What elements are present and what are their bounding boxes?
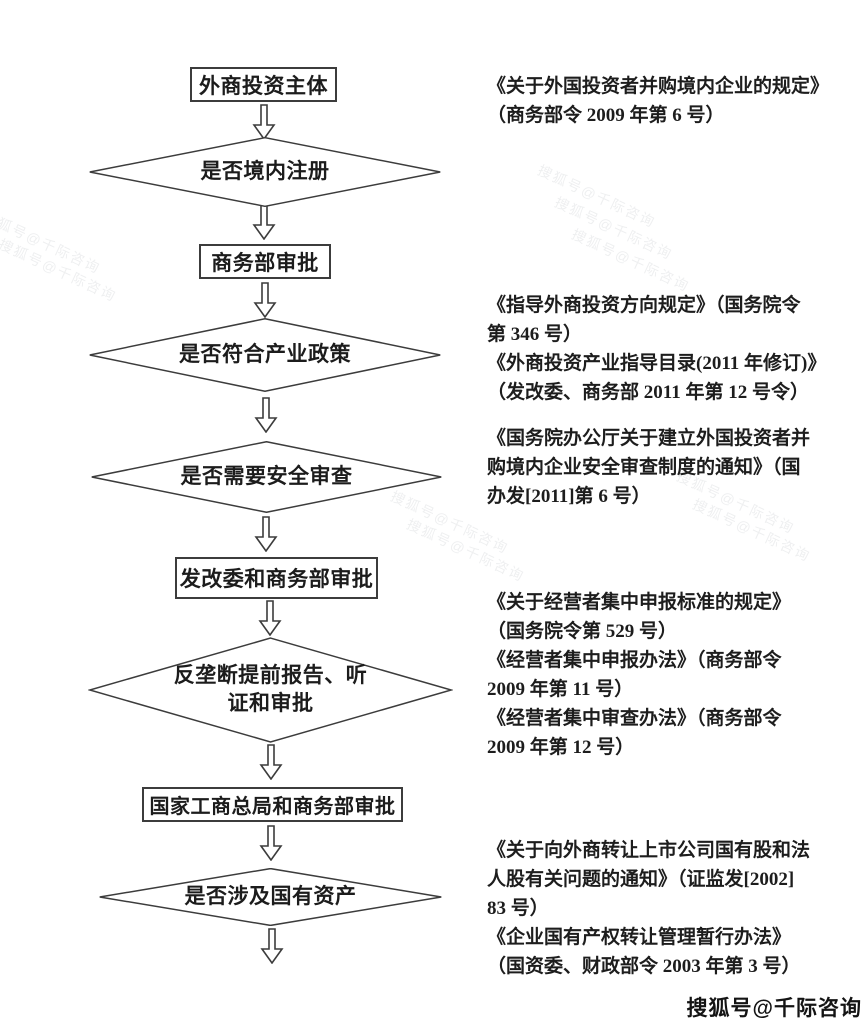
regulation-line: 购境内企业安全审查制度的通知》（国 (487, 457, 801, 478)
regulation-line: （发改委、商务部 2011 年第 12 号令） (487, 382, 809, 403)
sohu-source-stamp: 搜狐号@千际咨询 (686, 997, 862, 1020)
decision-security-review: 是否需要安全审查 (90, 441, 443, 513)
regulation-line: 2009 年第 12 号） (487, 737, 635, 758)
regulation-line: 《经营者集中申报办法》（商务部令 (487, 650, 782, 671)
regulation-line: 《指导外商投资方向规定》（国务院令 (487, 295, 801, 316)
down-arrow-icon (252, 204, 276, 241)
regulation-line: 《关于向外商转让上市公司国有股和法 (487, 840, 811, 861)
decision-label-line2: 证和审批 (227, 691, 314, 715)
decision-antitrust-report: 反垄断提前报告、听 证和审批 (88, 637, 453, 743)
regulation-line: 人股有关问题的通知》（证监发[2002] (487, 869, 795, 890)
regulation-line: 第 346 号） (487, 324, 583, 345)
down-arrow-icon (253, 282, 277, 319)
down-arrow-icon (254, 397, 278, 434)
decision-label: 是否涉及国有资产 (184, 884, 357, 909)
regulation-note-4: 《关于经营者集中申报标准的规定》 （国务院令第 529 号） 《经营者集中申报办… (487, 588, 863, 762)
down-arrow-icon (260, 928, 284, 965)
regulation-line: （国资委、财政部令 2003 年第 3 号） (487, 956, 801, 977)
decision-industrial-policy: 是否符合产业政策 (88, 318, 442, 392)
regulation-line: 《国务院办公厅关于建立外国投资者并 (487, 428, 811, 449)
regulation-note-1: 《关于外国投资者并购境内企业的规定》 （商务部令 2009 年第 6 号） (487, 72, 863, 130)
decision-state-owned-assets: 是否涉及国有资产 (98, 868, 443, 926)
regulation-line: 2009 年第 11 号） (487, 679, 634, 700)
down-arrow-icon (258, 600, 282, 637)
decision-label: 是否境内注册 (200, 159, 330, 184)
node-saic-mofcom-approval: 国家工商总局和商务部审批 (142, 787, 403, 822)
node-mofcom-approval: 商务部审批 (199, 244, 331, 279)
down-arrow-icon (254, 516, 278, 553)
down-arrow-icon (252, 104, 276, 141)
regulation-line: （国务院令第 529 号） (487, 621, 678, 642)
down-arrow-icon (259, 744, 283, 781)
regulation-line: 《企业国有产权转让管理暂行办法》 (487, 927, 792, 948)
node-ndrc-mofcom-approval: 发改委和商务部审批 (175, 557, 378, 599)
regulation-line: （商务部令 2009 年第 6 号） (487, 105, 725, 126)
regulation-note-5: 《关于向外商转让上市公司国有股和法 人股有关问题的通知》（证监发[2002] 8… (487, 836, 863, 981)
regulation-line: 《经营者集中审查办法》（商务部令 (487, 708, 782, 729)
decision-label: 是否符合产业政策 (179, 342, 351, 367)
node-foreign-investor: 外商投资主体 (190, 67, 337, 102)
regulation-line: 办发[2011]第 6 号） (487, 486, 651, 507)
decision-label: 是否需要安全审查 (180, 464, 353, 489)
regulation-line: 《关于外国投资者并购境内企业的规定》 (487, 76, 830, 97)
regulation-note-2: 《指导外商投资方向规定》（国务院令 第 346 号） 《外商投资产业指导目录(2… (487, 291, 863, 407)
regulation-line: 《关于经营者集中申报标准的规定》 (487, 592, 792, 613)
decision-label-line1: 反垄断提前报告、听 (173, 663, 368, 688)
regulation-line: 《外商投资产业指导目录(2011 年修订)》 (487, 353, 827, 374)
decision-domestic-registration: 是否境内注册 (88, 137, 442, 207)
down-arrow-icon (259, 825, 283, 862)
regulation-line: 83 号） (487, 898, 549, 919)
regulation-note-3: 《国务院办公厅关于建立外国投资者并 购境内企业安全审查制度的通知》（国 办发[2… (487, 424, 863, 511)
